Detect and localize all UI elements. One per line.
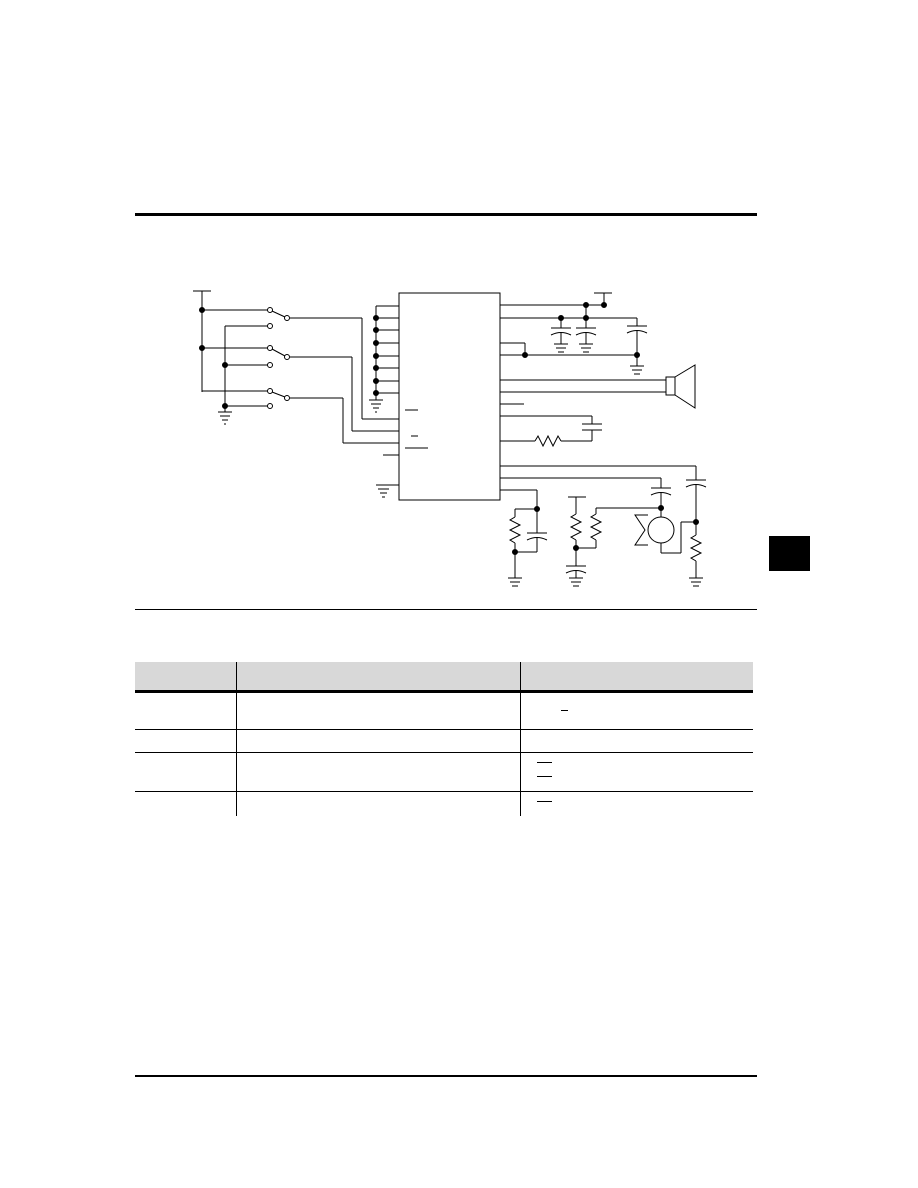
table-row [135, 791, 753, 816]
overline-mark [561, 710, 568, 711]
section-rule [135, 609, 757, 610]
table-cell [519, 691, 753, 730]
ic-body [398, 292, 501, 501]
table-header-cell [135, 662, 236, 693]
right-pin-network [500, 292, 707, 587]
overline-mark [537, 801, 552, 802]
table-row [135, 729, 753, 753]
table-cell [235, 691, 520, 730]
table-cell [135, 691, 236, 730]
left-pin-bus [369, 305, 428, 498]
header-rule [135, 213, 757, 216]
application-circuit-diagram [193, 290, 707, 587]
table-row [135, 752, 753, 792]
switch-3 [267, 388, 399, 444]
table-header-cell [519, 662, 753, 693]
overline-mark [537, 776, 552, 777]
table-cell [235, 791, 520, 816]
table-cell [519, 791, 753, 816]
ground-rail-left [218, 325, 268, 425]
overline-mark [537, 762, 552, 763]
table-cell [235, 752, 520, 792]
table-cell [235, 729, 520, 753]
table-cell [519, 729, 753, 753]
section-thumb-tab [769, 536, 810, 571]
switch-1 [267, 307, 399, 420]
table-cell [519, 752, 753, 792]
supply-rail-left [193, 290, 268, 392]
table-row [135, 691, 753, 730]
footer-rule [135, 1075, 757, 1077]
table-header-cell [235, 662, 520, 693]
switch-2 [267, 345, 399, 432]
table-cell [135, 792, 236, 816]
table-cell [135, 729, 236, 753]
table-cell [135, 752, 236, 792]
pin-function-table [135, 662, 753, 816]
table-header-row [135, 662, 753, 693]
